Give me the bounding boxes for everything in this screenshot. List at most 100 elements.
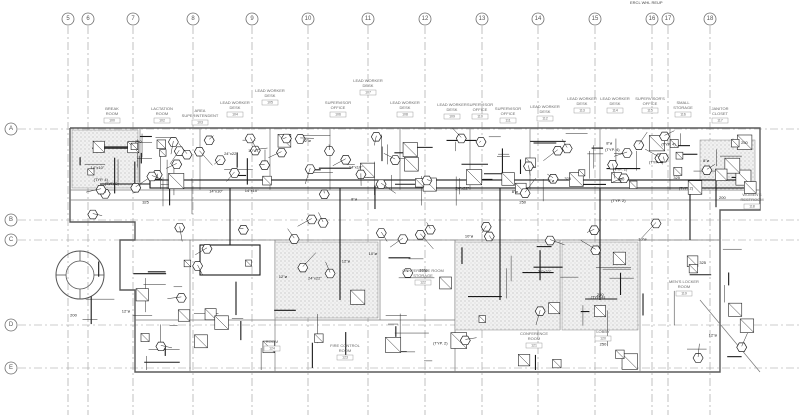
duct-note: 8"ø bbox=[703, 158, 710, 163]
room-number-box bbox=[606, 107, 624, 114]
diffuser-mark bbox=[415, 178, 424, 188]
column-grid-label: 8 bbox=[191, 16, 195, 22]
duct-branches bbox=[79, 133, 757, 370]
hex-tag bbox=[288, 234, 300, 244]
leader-line bbox=[268, 151, 282, 158]
diffuser-mark bbox=[385, 337, 401, 353]
leader-line bbox=[374, 135, 377, 146]
hex-tag bbox=[534, 306, 546, 316]
diffuser-mark bbox=[178, 309, 190, 322]
hex-tag bbox=[324, 268, 336, 279]
duct-note: 325 bbox=[699, 260, 706, 265]
hex-tag bbox=[561, 143, 573, 154]
row-grid-bubble bbox=[4, 361, 18, 375]
diffuser-mark bbox=[87, 168, 95, 176]
leader-line bbox=[151, 175, 163, 180]
room-number-box bbox=[499, 117, 517, 124]
leader-line bbox=[489, 235, 493, 241]
diffuser-mark bbox=[594, 305, 606, 317]
leader-line bbox=[663, 156, 665, 161]
room-number: 110 bbox=[477, 115, 483, 119]
diffuser-mark bbox=[615, 349, 625, 359]
leader-line bbox=[238, 227, 244, 230]
diffuser-mark bbox=[478, 315, 486, 323]
column-grid-label: 14 bbox=[535, 16, 542, 22]
hex-tag bbox=[455, 133, 467, 144]
leader-line bbox=[586, 228, 595, 233]
leader-line bbox=[706, 164, 716, 170]
diffuser-mark bbox=[611, 172, 622, 183]
hex-tag bbox=[171, 159, 183, 170]
column-grid-label: 9 bbox=[250, 16, 254, 22]
hex-tag bbox=[421, 175, 433, 186]
room-number-box bbox=[153, 117, 171, 124]
leader-line bbox=[304, 168, 311, 185]
diffuser-mark bbox=[518, 354, 530, 367]
row-grid-label: B bbox=[9, 217, 13, 223]
duct-note: 8"ø bbox=[512, 189, 519, 194]
duct-note: 250 bbox=[741, 140, 748, 145]
duct-note: 10"ø bbox=[248, 148, 257, 153]
leader-line bbox=[547, 173, 554, 178]
leader-line bbox=[549, 239, 565, 246]
diffuser-mark bbox=[159, 149, 167, 157]
column-grid-label: 12 bbox=[422, 16, 429, 22]
leader-line bbox=[255, 147, 268, 150]
hex-tag bbox=[618, 173, 630, 184]
hex-tag bbox=[397, 234, 409, 244]
room-number-box bbox=[536, 115, 554, 122]
room-name: LOBBY bbox=[596, 329, 610, 334]
duct-notes: (TYP. 4)(TYP. 2)10"ø12"ø8"ø14"x10"24"x22… bbox=[70, 138, 748, 346]
duct-note: (TYP. 4) bbox=[591, 295, 606, 300]
room-number-box bbox=[359, 89, 377, 96]
leader-line bbox=[381, 231, 388, 242]
column-grid-bubble bbox=[588, 12, 602, 26]
leader-line bbox=[169, 150, 180, 165]
leader-line bbox=[197, 264, 203, 275]
diffuser-mark bbox=[688, 180, 703, 195]
diffuser-tags bbox=[86, 127, 748, 363]
hex-tag bbox=[318, 189, 330, 199]
room-number: 123 bbox=[342, 356, 348, 360]
room-number-box bbox=[261, 99, 279, 106]
hex-tag bbox=[519, 188, 531, 198]
room-number: 117 bbox=[717, 119, 723, 123]
duct-note: 250 bbox=[600, 341, 607, 346]
hex-tag bbox=[146, 171, 158, 182]
duct-note: 250 bbox=[597, 292, 604, 297]
hex-tag bbox=[297, 262, 309, 273]
hex-tag bbox=[459, 335, 471, 346]
duct-note: 14"x10" bbox=[349, 164, 363, 169]
leader-line bbox=[580, 240, 596, 250]
diffuser-mark bbox=[744, 181, 757, 194]
diffuser-mark bbox=[673, 167, 683, 176]
leader-line bbox=[209, 135, 214, 140]
leader-line bbox=[160, 345, 173, 349]
leader-line bbox=[389, 237, 404, 248]
column-grid-bubble bbox=[531, 12, 545, 26]
hex-tag bbox=[214, 155, 226, 165]
stair-rotunda bbox=[55, 250, 105, 300]
diffuser-mark bbox=[675, 152, 684, 160]
hex-tag bbox=[590, 245, 602, 256]
room-number: 124 bbox=[269, 347, 275, 351]
room-number: 113 bbox=[579, 109, 585, 113]
room-number-box bbox=[226, 111, 244, 118]
leader-line bbox=[325, 261, 331, 273]
leader-line bbox=[383, 153, 396, 160]
hex-tag bbox=[192, 261, 204, 271]
hex-tag bbox=[317, 218, 329, 228]
hex-tag bbox=[280, 133, 292, 144]
column-grid-bubble bbox=[301, 12, 315, 26]
duct-note: 24"x22" bbox=[538, 269, 552, 274]
hex-tag bbox=[294, 134, 306, 144]
diffuser-mark bbox=[466, 169, 482, 185]
leader-line bbox=[535, 310, 541, 325]
